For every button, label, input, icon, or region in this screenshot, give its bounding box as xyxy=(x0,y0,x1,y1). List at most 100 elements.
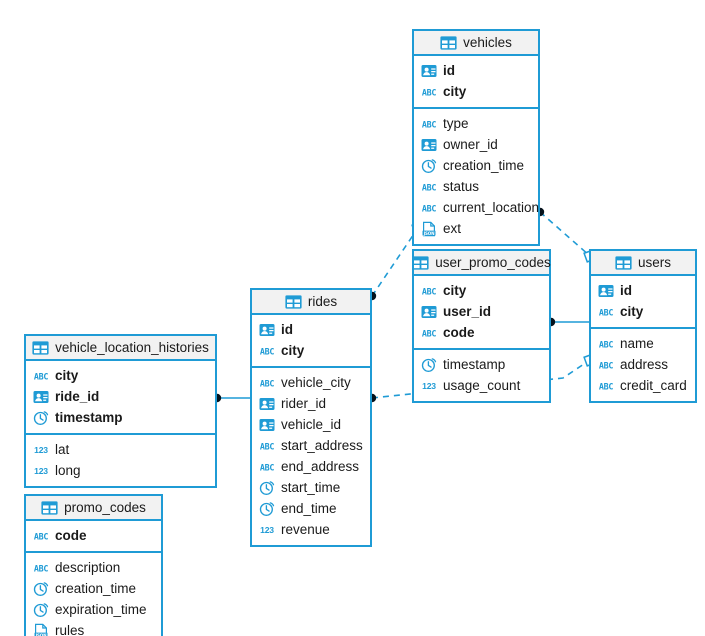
column-row[interactable]: ABC city xyxy=(26,365,215,386)
column-row[interactable]: timestamp xyxy=(414,354,549,375)
abc-icon: ABC xyxy=(421,179,437,195)
abc-icon: ABC xyxy=(33,560,49,576)
column-row[interactable]: user_id xyxy=(414,301,549,322)
table-title: users xyxy=(637,255,671,270)
abc-icon: ABC xyxy=(598,304,614,320)
id-badge-icon xyxy=(33,389,49,405)
table-header-promo_codes[interactable]: promo_codes xyxy=(26,496,161,521)
column-row[interactable]: rider_id xyxy=(252,393,370,414)
column-row[interactable]: id xyxy=(252,319,370,340)
abc-icon: ABC xyxy=(259,375,275,391)
svg-text:ABC: ABC xyxy=(599,339,613,349)
column-row[interactable]: ride_id xyxy=(26,386,215,407)
table-header-users[interactable]: users xyxy=(591,251,695,276)
clock-icon xyxy=(33,581,49,597)
column-name: timestamp xyxy=(443,356,506,372)
abc-icon: ABC xyxy=(598,336,614,352)
svg-text:123: 123 xyxy=(422,381,436,391)
column-row[interactable]: ABC current_location xyxy=(414,197,540,218)
column-row[interactable]: creation_time xyxy=(26,578,161,599)
column-name: description xyxy=(55,559,121,575)
column-row[interactable]: 123 usage_count xyxy=(414,375,549,396)
column-row[interactable]: id xyxy=(414,60,538,81)
column-name: city xyxy=(55,367,79,383)
svg-text:ABC: ABC xyxy=(422,203,436,213)
table-header-vehicles[interactable]: vehicles xyxy=(414,31,538,56)
table-grid-icon xyxy=(41,500,58,515)
column-row[interactable]: ABC status xyxy=(414,176,538,197)
clock-icon xyxy=(33,602,49,618)
table-title: promo_codes xyxy=(64,500,146,515)
column-name: owner_id xyxy=(443,136,498,152)
column-row[interactable]: timestamp xyxy=(26,407,215,428)
column-row[interactable]: creation_time xyxy=(414,155,538,176)
svg-text:ABC: ABC xyxy=(34,563,48,573)
abc-icon: ABC xyxy=(421,84,437,100)
column-row[interactable]: start_time xyxy=(252,477,370,498)
svg-text:ABC: ABC xyxy=(34,531,48,541)
id-badge-icon xyxy=(259,322,275,338)
123-icon: 123 xyxy=(33,463,49,479)
column-row[interactable]: end_time xyxy=(252,498,370,519)
column-row[interactable]: expiration_time xyxy=(26,599,161,620)
column-name: lat xyxy=(55,441,70,457)
svg-text:JSON: JSON xyxy=(423,230,436,235)
column-name: id xyxy=(443,62,455,78)
relationship-line-vehicles-to-users[interactable] xyxy=(539,211,591,257)
column-row[interactable]: owner_id xyxy=(414,134,538,155)
svg-text:ABC: ABC xyxy=(422,87,436,97)
column-name: vehicle_id xyxy=(281,416,342,432)
table-grid-icon xyxy=(615,255,632,270)
column-name: status xyxy=(443,178,480,194)
table-header-user_promo_codes[interactable]: user_promo_codes xyxy=(412,251,551,276)
table-header-vehicle_location_histories[interactable]: vehicle_location_histories xyxy=(26,336,215,361)
column-name: usage_count xyxy=(443,377,521,393)
abc-icon: ABC xyxy=(33,368,49,384)
column-name: long xyxy=(55,462,81,478)
svg-text:ABC: ABC xyxy=(599,360,613,370)
svg-text:ABC: ABC xyxy=(599,381,613,391)
relationship-line-rides-to-users[interactable] xyxy=(371,359,591,399)
column-name: current_location xyxy=(443,199,540,215)
column-row[interactable]: ABC description xyxy=(26,557,161,578)
column-name: ride_id xyxy=(55,388,100,404)
column-row[interactable]: id xyxy=(591,280,695,301)
svg-text:ABC: ABC xyxy=(422,119,436,129)
table-header-rides[interactable]: rides xyxy=(252,290,370,315)
column-row[interactable]: 123 long xyxy=(26,460,215,481)
id-badge-icon xyxy=(259,396,275,412)
abc-icon: ABC xyxy=(598,378,614,394)
json-document-icon: JSON xyxy=(421,221,437,237)
clock-icon xyxy=(33,410,49,426)
column-name: start_time xyxy=(281,479,341,495)
relationship-line-rides-to-vehicles[interactable] xyxy=(371,227,419,297)
column-row[interactable]: vehicle_id xyxy=(252,414,370,435)
